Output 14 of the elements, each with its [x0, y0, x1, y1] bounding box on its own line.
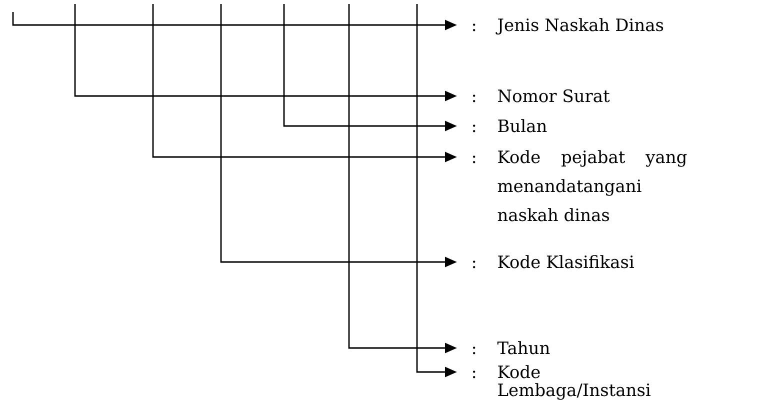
text-label: : Kode pejabat yang menandatangani naskah dinas — [472, 150, 687, 222]
text-label: : Kode Lembaga/Instansi — [472, 365, 650, 400]
text-label: : Kode Klasifikasi — [472, 255, 634, 268]
colon: : — [472, 124, 476, 132]
colon: : — [472, 260, 476, 268]
text-label: : Jenis Naskah Dinas — [472, 18, 664, 35]
colon: : — [472, 370, 476, 378]
text-label: : Nomor Surat — [472, 89, 610, 102]
colon: : — [472, 24, 476, 32]
text-label: : Bulan — [472, 119, 547, 132]
colon: : — [472, 346, 476, 354]
colon: : — [472, 156, 476, 164]
text-label: : Tahun — [472, 341, 550, 354]
colon: : — [472, 94, 476, 102]
